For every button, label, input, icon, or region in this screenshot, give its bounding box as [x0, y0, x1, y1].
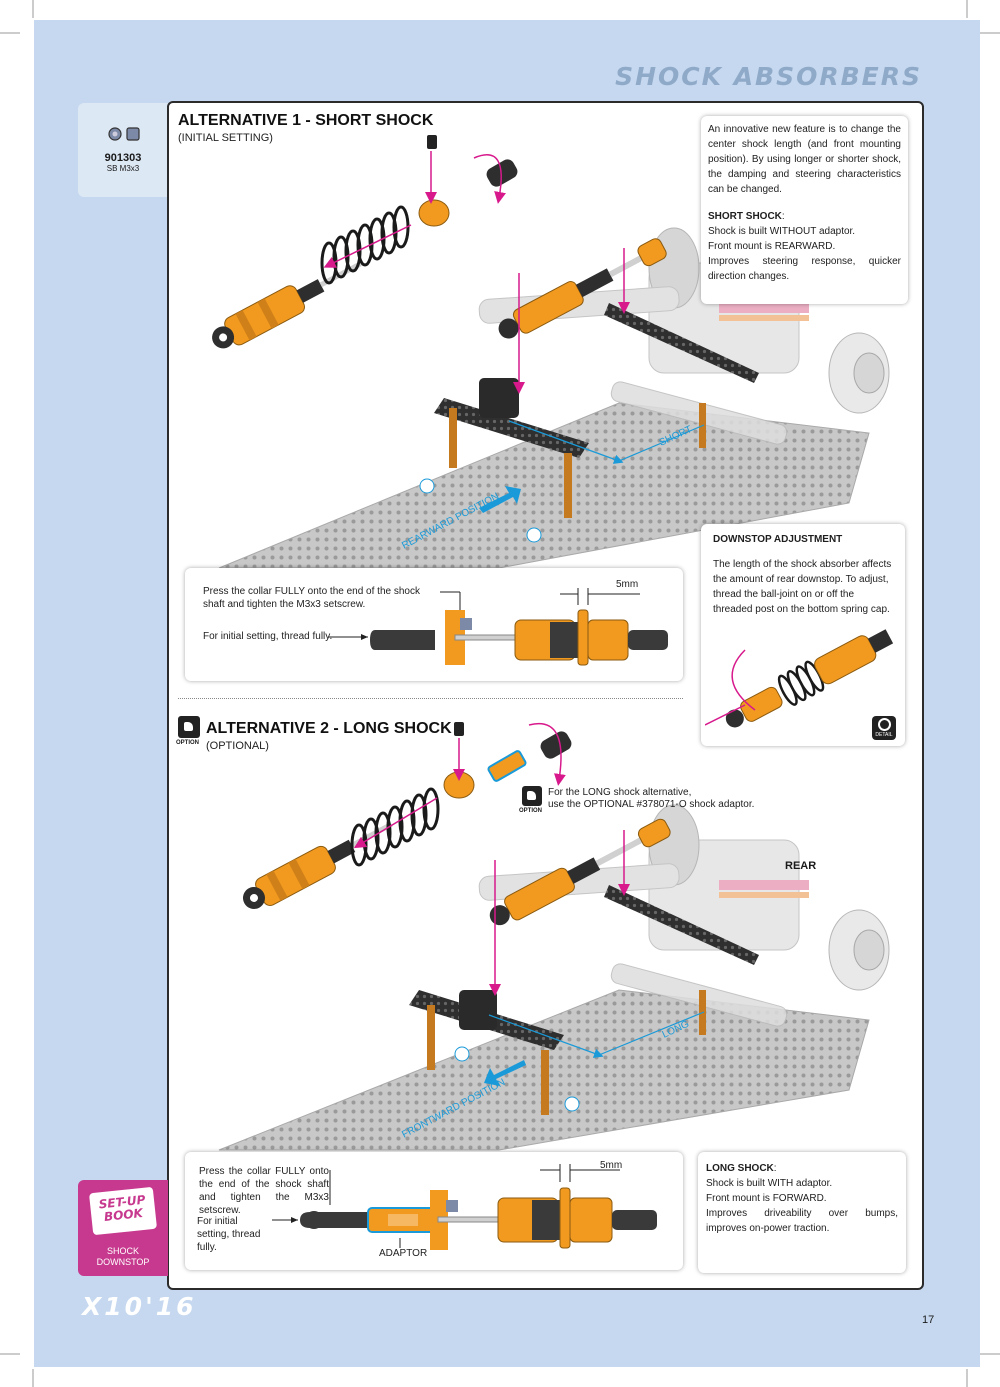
section-title: SHOCK ABSORBERS	[615, 62, 922, 91]
post	[564, 453, 572, 518]
alt1-title: ALTERNATIVE 1 - SHORT SHOCK	[178, 112, 434, 129]
alt1-detail-drawing	[328, 588, 668, 666]
chassis-hole	[564, 1096, 580, 1112]
rearward-arrow	[479, 486, 521, 513]
long-colon: :	[773, 1163, 777, 1174]
rear-gearbox	[478, 804, 890, 1027]
downstop-box: DOWNSTOP ADJUSTMENT The length of the sh…	[701, 524, 905, 746]
shock-mount-plate	[434, 398, 589, 458]
alt2-illustration: LONG FRONTWARD POSITION	[218, 722, 890, 1151]
short-line-1: Shock is built WITHOUT adaptor.	[708, 226, 856, 237]
option-icon	[178, 716, 200, 738]
post	[427, 1005, 435, 1070]
spring-cap	[443, 771, 475, 799]
ball-joint	[486, 159, 518, 187]
long-line-2: Front mount is FORWARD.	[706, 1193, 827, 1204]
alt2-title: ALTERNATIVE 2 - LONG SHOCK	[206, 720, 452, 737]
alt1-detail-text1: Press the collar FULLY onto the end of t…	[203, 586, 420, 610]
alt2-detail-text2: For initial setting, thread fully.	[197, 1216, 261, 1253]
spring	[320, 205, 410, 285]
short-line-3: Improves steering response, quicker dire…	[708, 256, 901, 282]
spring	[350, 787, 440, 867]
alt1-dim: 5mm	[616, 579, 639, 590]
rear-label: REAR	[785, 860, 817, 872]
chassis-hole	[526, 527, 542, 543]
mounted-shock	[489, 818, 671, 926]
mount-block	[459, 990, 497, 1030]
magnifier-icon	[877, 718, 891, 731]
frontward-arrow	[484, 1060, 526, 1086]
short-colon: :	[781, 211, 785, 222]
ball-joint	[540, 731, 572, 759]
short-line-2: Front mount is REARWARD.	[708, 241, 836, 252]
rear-shock-tower	[604, 303, 759, 383]
divider	[178, 698, 683, 699]
option-label-2: OPTION	[519, 808, 543, 814]
page-number: 17	[922, 1314, 935, 1326]
alt2-subtitle: (OPTIONAL)	[206, 740, 269, 752]
mounted-shock	[498, 238, 667, 339]
detail-badge: DETAIL	[875, 732, 893, 738]
long-heading: LONG SHOCK	[706, 1163, 774, 1174]
part-desc: SB M3x3	[106, 164, 140, 173]
option-label: OPTION	[176, 740, 200, 746]
short-heading: SHORT SHOCK	[708, 211, 782, 222]
info-box-long: LONG SHOCK: Shock is built WITH adaptor.…	[698, 1152, 906, 1273]
adaptor-label: ADAPTOR	[379, 1248, 428, 1259]
post	[449, 408, 457, 468]
chassis-hole	[454, 1046, 470, 1062]
detail-icon: DETAIL	[872, 716, 896, 740]
downstop-illustration	[705, 629, 894, 728]
setup-book-icon: SET-UP BOOK	[88, 1186, 158, 1236]
post	[541, 1050, 549, 1115]
alt1-detail-text2: For initial setting, thread fully.	[203, 631, 333, 642]
exploded-shock-body	[242, 822, 393, 909]
chassis-hole	[419, 478, 435, 494]
info-box-short: An innovative new feature is to change t…	[701, 116, 908, 304]
setscrew-icon	[108, 127, 140, 141]
long-line-3: Improves driveability over bumps, improv…	[706, 1208, 898, 1234]
mount-block	[479, 378, 519, 418]
rear-shock-tower	[604, 885, 759, 965]
long-dimension	[488, 1011, 705, 1058]
downstop-body: The length of the shock absorber affects…	[713, 559, 892, 615]
alt1-subtitle: (INITIAL SETTING)	[178, 132, 273, 144]
alt2-dim: 5mm	[600, 1160, 623, 1171]
thumbs-up-icon	[184, 722, 193, 731]
spring-cap	[418, 199, 450, 227]
option-note-line1: For the LONG shock alternative,	[548, 787, 692, 798]
setup-book-box: SET-UP BOOK SHOCK DOWNSTOP	[78, 1180, 168, 1276]
downstop-heading: DOWNSTOP ADJUSTMENT	[713, 534, 843, 545]
setup-label-line2: DOWNSTOP	[96, 1257, 150, 1267]
part-number: 901303	[104, 152, 142, 164]
footer-logo: X10'16	[82, 1292, 197, 1321]
assembly-guides	[353, 723, 630, 996]
short-dimension	[508, 420, 705, 464]
thumbs-up-icon	[527, 791, 536, 800]
setscrew	[427, 135, 437, 149]
alt2-detail-drawing	[272, 1164, 657, 1250]
part-box: 901303 SB M3x3	[78, 103, 168, 197]
option-note-line2: use the OPTIONAL #378071-O shock adaptor…	[548, 799, 755, 810]
adaptor	[487, 750, 527, 782]
alt2-detail-text1: Press the collar FULLY onto the end of t…	[199, 1166, 329, 1216]
setscrew	[454, 722, 464, 736]
exploded-shock-body	[212, 261, 362, 349]
option-note-icon	[522, 786, 542, 806]
setup-label-line1: SHOCK	[106, 1246, 139, 1256]
long-line-1: Shock is built WITH adaptor.	[706, 1178, 833, 1189]
assembly-guides	[323, 151, 630, 394]
info-intro: An innovative new feature is to change t…	[708, 124, 901, 195]
